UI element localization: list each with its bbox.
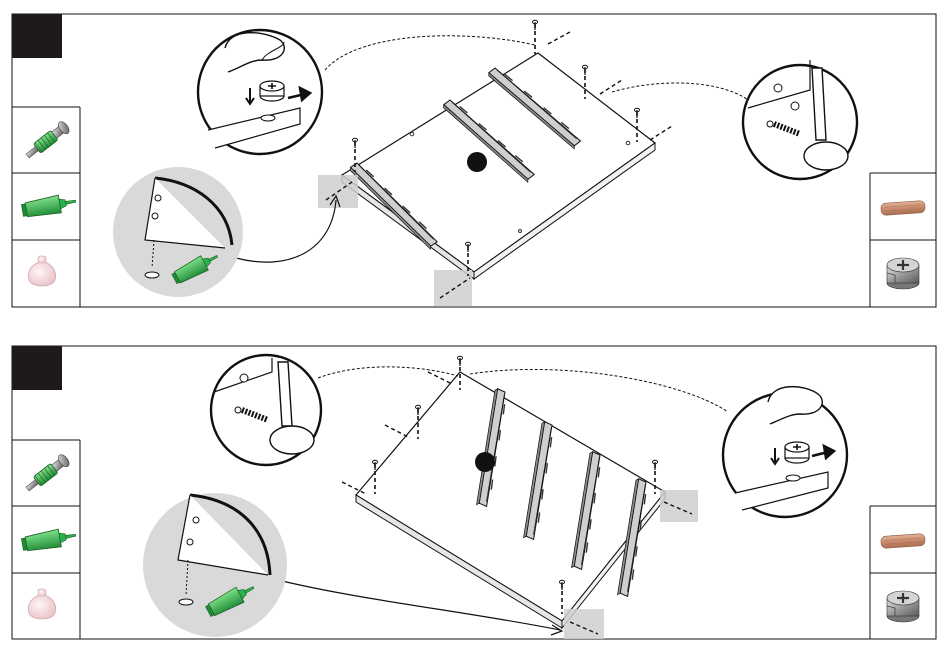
highlight-corner [660, 490, 698, 522]
cam-lock-nut-icon [887, 591, 919, 622]
cam-lock-nut-icon [887, 258, 919, 289]
mallet-head [804, 142, 848, 170]
step-1-number-box [12, 14, 62, 58]
step-2-number-box [12, 346, 62, 390]
mallet-head [270, 426, 314, 454]
highlight-corner [434, 270, 472, 306]
drill-position-dot [467, 152, 487, 172]
step-1-panel [12, 14, 936, 307]
drill-position-dot [475, 452, 495, 472]
step-2-panel [12, 346, 936, 639]
highlight-corner [564, 609, 604, 639]
